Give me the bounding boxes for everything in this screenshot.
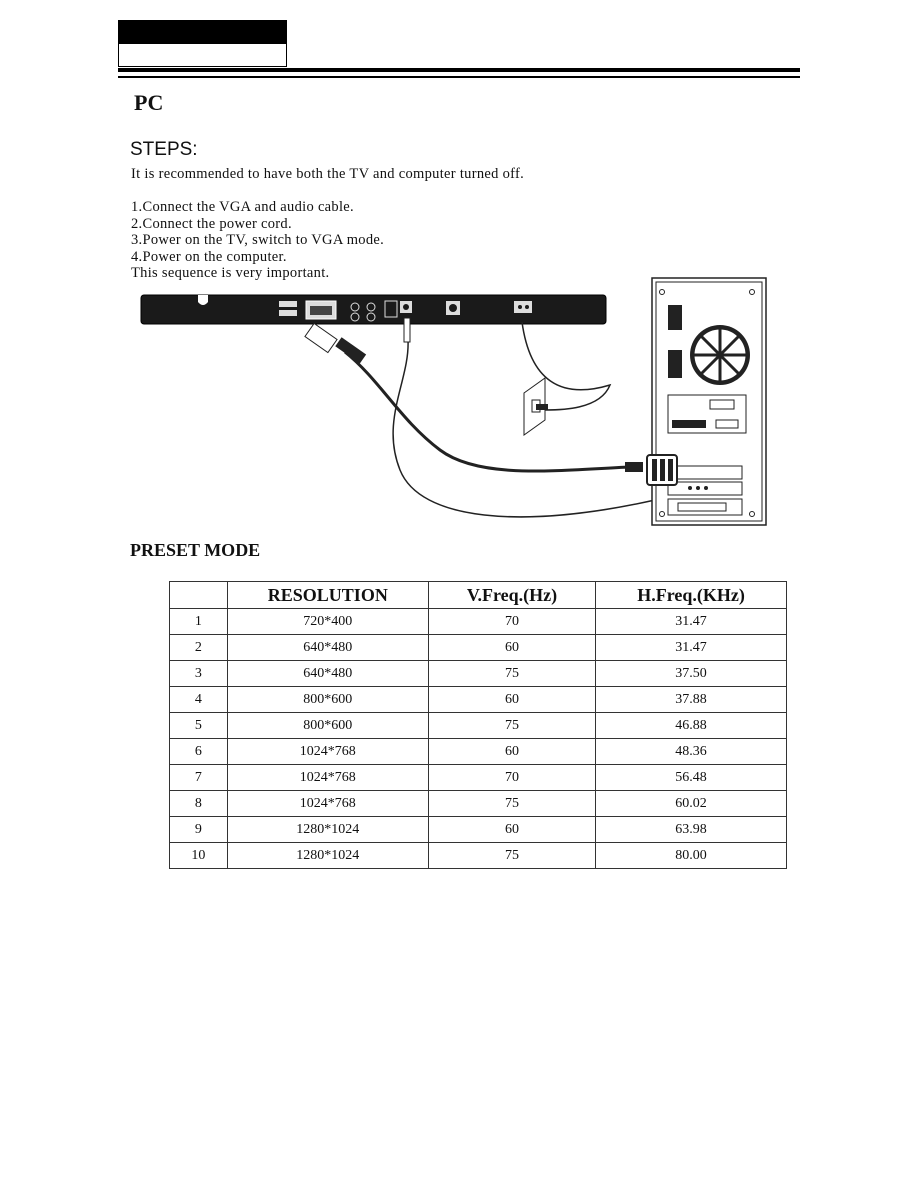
mode-hfreq: 46.88 — [595, 712, 787, 739]
mode-vfreq: 70 — [427, 764, 597, 791]
column-header-vfreq: V.Freq.(Hz) — [427, 581, 597, 609]
mode-vfreq: 75 — [427, 842, 597, 869]
step-item-4: 4.Power on the computer. — [131, 249, 287, 265]
column-header-resolution: RESOLUTION — [226, 581, 429, 609]
mode-number: 3 — [169, 660, 228, 687]
vga-cable — [304, 322, 631, 473]
mode-hfreq: 56.48 — [595, 764, 787, 791]
preset-mode-heading: PRESET MODE — [130, 540, 261, 560]
power-cord — [521, 321, 612, 411]
pc-tower — [625, 277, 767, 526]
mode-number: 2 — [169, 634, 228, 661]
steps-heading: STEPS: — [130, 139, 198, 160]
mode-resolution: 800*600 — [226, 686, 429, 713]
mode-resolution: 1024*768 — [226, 764, 429, 791]
header-tab-white — [118, 44, 287, 67]
mode-number: 5 — [169, 712, 228, 739]
mode-vfreq: 60 — [427, 816, 597, 843]
mode-resolution: 1024*768 — [226, 790, 429, 817]
mode-vfreq: 75 — [427, 790, 597, 817]
mode-number: 9 — [169, 816, 228, 843]
step-item-2: 2.Connect the power cord. — [131, 216, 292, 232]
mode-hfreq: 48.36 — [595, 738, 787, 765]
mode-hfreq: 80.00 — [595, 842, 787, 869]
steps-note: This sequence is very important. — [131, 265, 330, 281]
mode-number: 6 — [169, 738, 228, 765]
mode-hfreq: 37.88 — [595, 686, 787, 713]
tv-back-panel — [140, 294, 607, 325]
steps-intro: It is recommended to have both the TV an… — [131, 166, 525, 182]
mode-number: 1 — [169, 608, 228, 635]
mode-resolution: 1280*1024 — [226, 816, 429, 843]
mode-vfreq: 60 — [427, 634, 597, 661]
connection-diagram — [140, 277, 767, 526]
table-header-row: RESOLUTION V.Freq.(Hz) H.Freq.(KHz) — [169, 581, 787, 609]
header-rule-thick — [118, 68, 800, 72]
mode-resolution: 1280*1024 — [226, 842, 429, 869]
mode-resolution: 1024*768 — [226, 738, 429, 765]
header-tab-black — [118, 20, 287, 44]
mode-resolution: 640*480 — [226, 660, 429, 687]
mode-number: 10 — [169, 842, 228, 869]
mode-number: 8 — [169, 790, 228, 817]
mode-vfreq: 75 — [427, 712, 597, 739]
step-item-3: 3.Power on the TV, switch to VGA mode. — [131, 232, 385, 248]
mode-resolution: 800*600 — [226, 712, 429, 739]
mode-resolution: 720*400 — [226, 608, 429, 635]
mode-hfreq: 31.47 — [595, 634, 787, 661]
mode-vfreq: 75 — [427, 660, 597, 687]
header-rule-thin — [118, 76, 800, 78]
wall-outlet — [523, 377, 548, 436]
step-item-1: 1.Connect the VGA and audio cable. — [131, 199, 354, 215]
mode-hfreq: 60.02 — [595, 790, 787, 817]
column-header-index — [169, 581, 228, 609]
mode-vfreq: 70 — [427, 608, 597, 635]
mode-vfreq: 60 — [427, 686, 597, 713]
mode-vfreq: 60 — [427, 738, 597, 765]
mode-number: 7 — [169, 764, 228, 791]
mode-number: 4 — [169, 686, 228, 713]
column-header-hfreq: H.Freq.(KHz) — [595, 581, 787, 609]
audio-cable — [392, 317, 656, 518]
mode-resolution: 640*480 — [226, 634, 429, 661]
page-title: PC — [134, 90, 164, 115]
mode-hfreq: 31.47 — [595, 608, 787, 635]
mode-hfreq: 37.50 — [595, 660, 787, 687]
mode-hfreq: 63.98 — [595, 816, 787, 843]
